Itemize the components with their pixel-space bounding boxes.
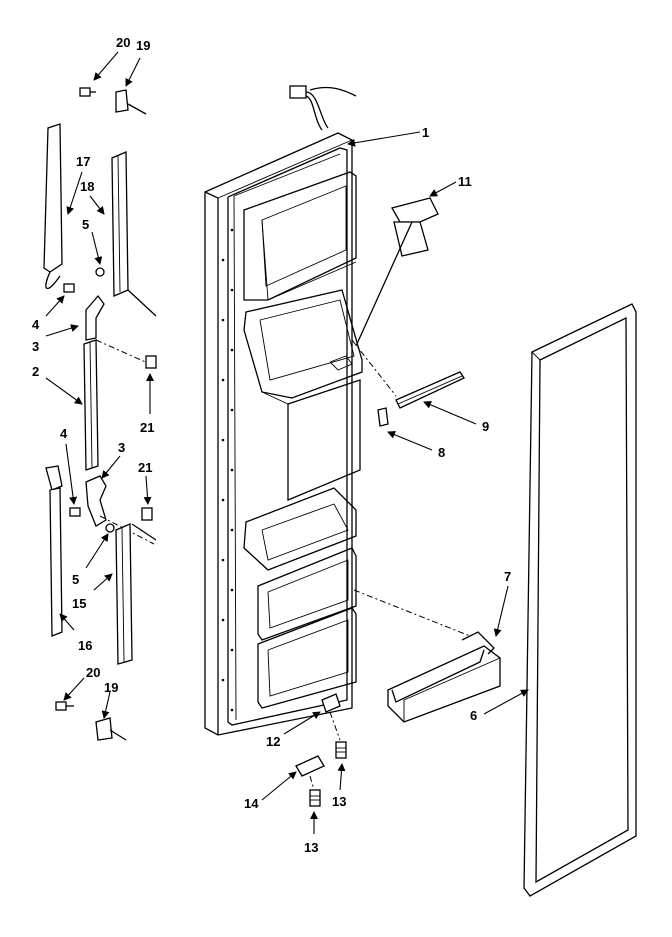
callout-19-bottom: 19 (104, 680, 118, 695)
door-panel (204, 85, 363, 736)
callout-5-upper: 5 (82, 217, 89, 232)
callout-19-top: 19 (136, 38, 150, 53)
callout-11: 11 (458, 174, 472, 189)
callout-12: 12 (266, 734, 280, 749)
callout-20-top: 20 (116, 35, 130, 50)
callout-1: 1 (422, 125, 429, 140)
callout-18: 18 (80, 179, 94, 194)
hinge-parts (295, 693, 347, 807)
wire-harness (289, 85, 357, 131)
dispenser-chute (355, 197, 439, 347)
callout-5-lower: 5 (72, 572, 79, 587)
door-bin (353, 589, 501, 723)
left-hinge-assembly-lower (45, 465, 157, 741)
callout-4-lower: 4 (60, 426, 68, 441)
door-gasket (523, 303, 637, 897)
callout-8: 8 (438, 445, 445, 460)
callout-labels: 1 11 9 8 7 6 12 13 14 13 20 19 17 18 5 4… (32, 35, 511, 855)
leader-arrows (45, 51, 529, 834)
callout-20-bottom: 20 (86, 665, 100, 680)
callout-3-lower: 3 (118, 440, 125, 455)
callout-7: 7 (504, 569, 511, 584)
callout-9: 9 (482, 419, 489, 434)
callout-15: 15 (72, 596, 86, 611)
callout-14: 14 (244, 796, 259, 811)
left-hinge-assembly-upper (43, 87, 157, 471)
callout-2: 2 (32, 364, 39, 379)
trim-clip (377, 407, 389, 427)
callout-6: 6 (470, 708, 477, 723)
callout-17: 17 (76, 154, 90, 169)
callout-4-upper: 4 (32, 317, 40, 332)
callout-3-upper: 3 (32, 339, 39, 354)
callout-16: 16 (78, 638, 92, 653)
trim-channel (351, 339, 465, 409)
door-rivets (221, 228, 234, 712)
callout-21-upper: 21 (140, 420, 154, 435)
callout-21-lower: 21 (138, 460, 152, 475)
callout-13-upper: 13 (332, 794, 346, 809)
callout-13-lower: 13 (304, 840, 318, 855)
